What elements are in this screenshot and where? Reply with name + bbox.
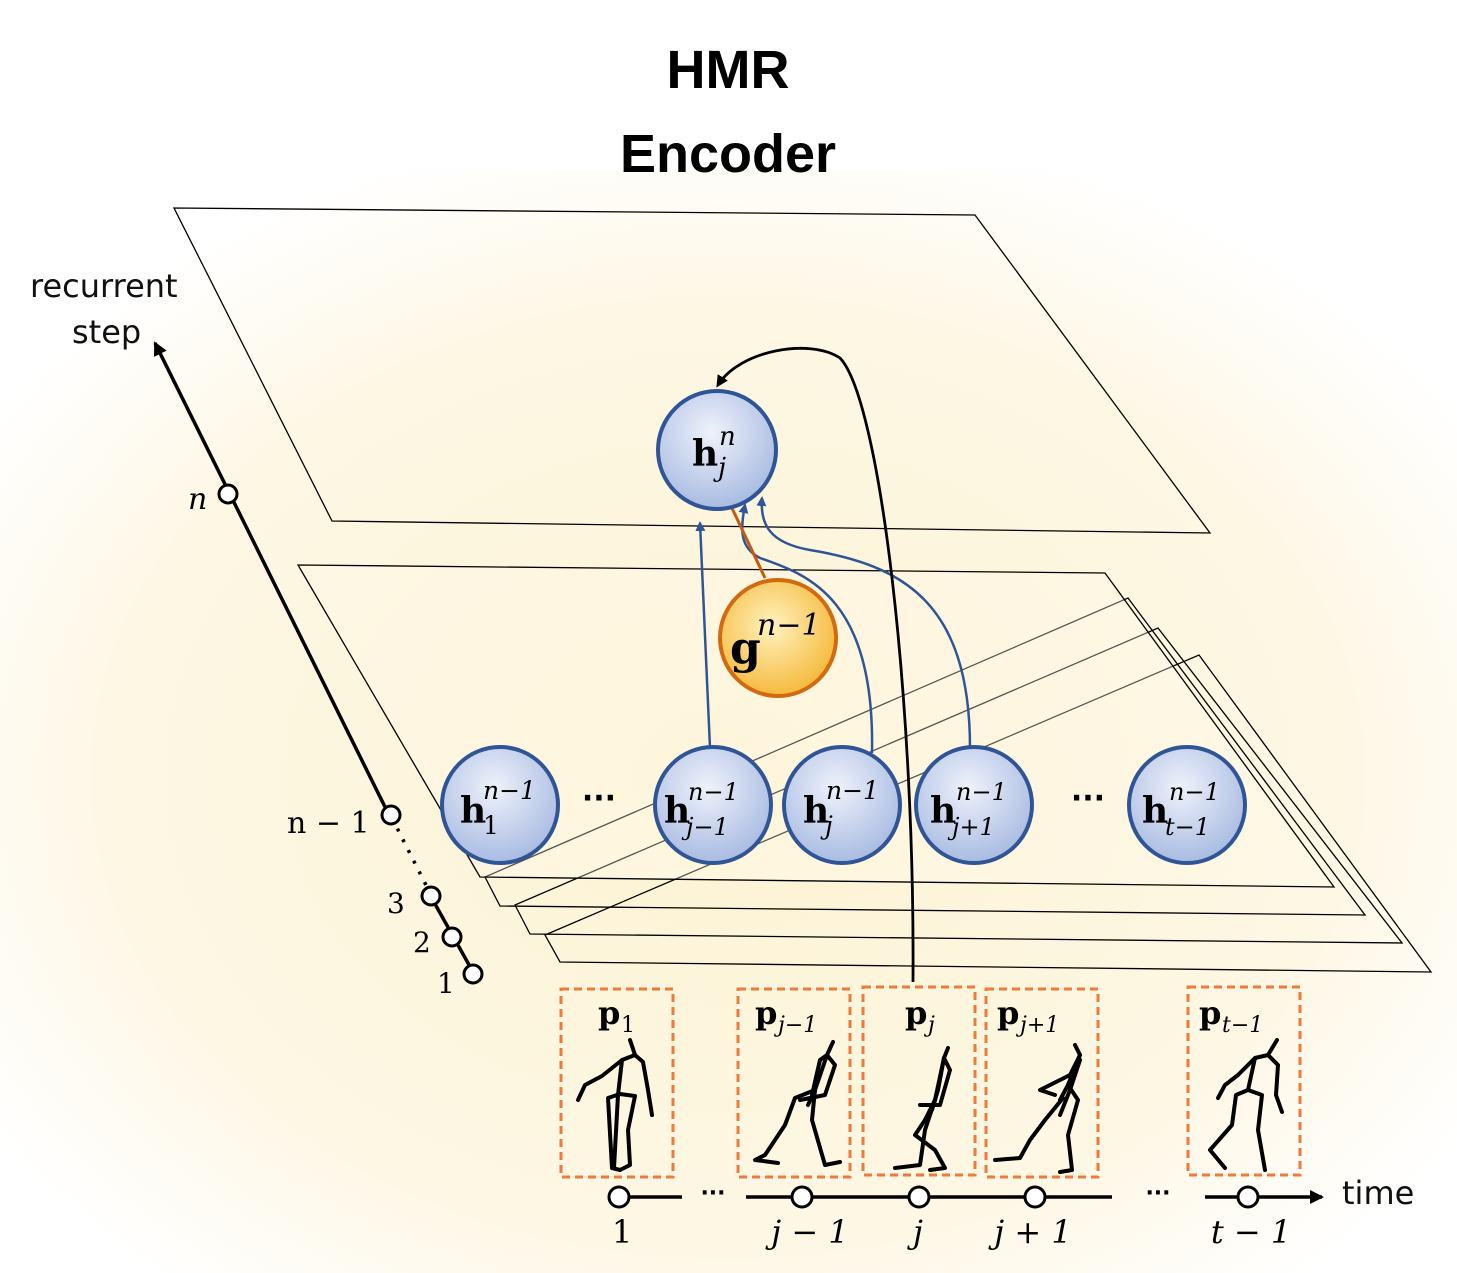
svg-text:1: 1 (483, 811, 499, 840)
step-n-1-marker (380, 804, 402, 826)
pose-frame-j: p j (861, 985, 977, 1177)
edge-hj-1-to-hj (695, 521, 712, 749)
time-label-j-1: j − 1 (765, 1213, 848, 1251)
svg-text:n−1: n−1 (483, 776, 536, 805)
time-j-marker (907, 1185, 931, 1209)
recurrent-step-axis: recurrent step n n − 1 3 2 1 (30, 267, 484, 1000)
edge-hj+1-to-hj (756, 496, 972, 749)
time-label-j+1: j + 1 (988, 1213, 1071, 1251)
skeleton-icon (893, 1046, 952, 1172)
pose-frame-j-1: p j−1 (736, 987, 852, 1179)
svg-text:1: 1 (621, 1013, 635, 1038)
svg-text:p: p (755, 994, 777, 1032)
svg-text:n−1: n−1 (757, 608, 821, 643)
svg-text:n−1: n−1 (826, 776, 879, 805)
step-3-marker (420, 885, 442, 907)
skeleton-icon (1208, 1038, 1284, 1172)
time-j+1-marker (1023, 1185, 1047, 1209)
hidden-ellipsis-right: ··· (1071, 781, 1105, 816)
hidden-node-1: h 1 n−1 (440, 745, 560, 865)
svg-text:p: p (598, 994, 620, 1032)
svg-text:j+1: j+1 (1015, 1013, 1059, 1038)
svg-text:n−1: n−1 (956, 778, 1007, 806)
step-label-n: n (188, 482, 207, 517)
hidden-ellipsis-left: ··· (582, 781, 616, 816)
svg-text:h: h (930, 790, 956, 832)
step-n-marker (217, 483, 239, 505)
svg-text:p: p (997, 994, 1019, 1032)
hidden-node-j: h j n−1 (782, 745, 902, 865)
time-axis: ··· ··· time 1 j − 1 j j + 1 t − 1 (607, 1174, 1414, 1251)
svg-text:h: h (664, 790, 690, 832)
svg-text:h: h (803, 790, 829, 832)
svg-text:t−1: t−1 (1165, 813, 1210, 841)
hidden-node-j-1: h j−1 n−1 (653, 745, 773, 865)
svg-text:n−1: n−1 (688, 778, 739, 806)
time-label-t-1: t − 1 (1211, 1213, 1291, 1251)
hidden-node-t-1: h t−1 n−1 (1127, 745, 1247, 865)
svg-text:j+1: j+1 (947, 813, 995, 841)
step-label-3: 3 (387, 887, 405, 920)
hidden-node-j+1: h j+1 n−1 (914, 745, 1034, 865)
skeleton-icon (753, 1040, 842, 1167)
svg-text:n−1: n−1 (1169, 778, 1220, 806)
svg-text:j−1: j−1 (681, 813, 729, 841)
svg-text:h: h (460, 790, 486, 832)
time-j-1-marker (790, 1185, 814, 1209)
edge-pj-to-hj (716, 346, 915, 983)
pose-frame-j+1: p j+1 (984, 987, 1100, 1179)
pose-frame-t-1: p t−1 (1186, 985, 1302, 1177)
recurrent-axis-label-line2: step (72, 313, 141, 351)
step-label-n-1: n − 1 (287, 806, 370, 841)
skeleton-icon (993, 1043, 1082, 1174)
step-label-1: 1 (437, 967, 455, 1000)
top-node-hj-n: h j n (656, 389, 778, 511)
svg-text:p: p (905, 994, 927, 1032)
svg-text:t−1: t−1 (1222, 1013, 1263, 1038)
diagram-title-line1: HMR (667, 40, 790, 100)
svg-text:j−1: j−1 (773, 1013, 817, 1038)
recurrent-axis-label-line1: recurrent (30, 267, 178, 305)
time-ellipsis-left: ··· (700, 1181, 725, 1206)
diagram-title-line2: Encoder (620, 124, 836, 184)
step-1-marker (462, 963, 484, 985)
time-axis-label: time (1342, 1174, 1414, 1212)
svg-text:g: g (730, 623, 761, 674)
time-ellipsis-right: ··· (1145, 1181, 1170, 1206)
pose-frame-1: p 1 (559, 987, 675, 1179)
current-step-plane (172, 207, 1212, 534)
step-label-2: 2 (413, 926, 431, 959)
time-1-marker (607, 1185, 631, 1209)
time-label-1: 1 (612, 1213, 632, 1251)
skeleton-icon (576, 1038, 654, 1172)
svg-text:p: p (1199, 994, 1221, 1032)
background-glow (0, 170, 1457, 1273)
svg-text:h: h (1142, 790, 1168, 832)
time-t-1-marker (1236, 1185, 1260, 1209)
step-2-marker (441, 926, 463, 948)
global-node-g: g n−1 (718, 578, 838, 698)
svg-text:h: h (692, 433, 718, 475)
svg-text:n: n (719, 422, 736, 452)
